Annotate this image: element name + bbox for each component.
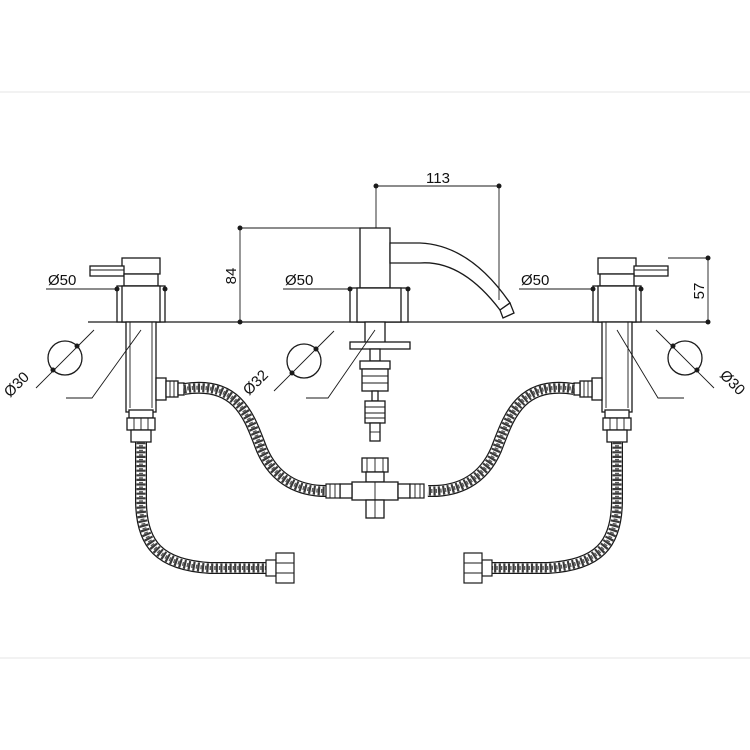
dimension-right-hole: Ø30 bbox=[616, 329, 748, 399]
spout-height-label: 84 bbox=[223, 268, 240, 285]
dimension-handle-height: 57 bbox=[668, 255, 711, 325]
dimension-center-base: Ø50 bbox=[283, 272, 411, 292]
dimension-spout-height: 84 bbox=[223, 225, 360, 325]
left-hole-label: Ø30 bbox=[1, 369, 33, 401]
spout-reach-label: 113 bbox=[426, 170, 450, 187]
right-lower-hose bbox=[463, 442, 623, 584]
center-spout-assembly bbox=[339, 227, 515, 519]
right-handle-assembly bbox=[573, 257, 669, 443]
dimension-center-hole: Ø32 bbox=[240, 329, 376, 399]
dimension-left-base: Ø50 bbox=[46, 272, 168, 292]
left-base-label: Ø50 bbox=[48, 272, 76, 289]
center-hole-label: Ø32 bbox=[240, 367, 272, 399]
right-upper-hose bbox=[409, 381, 575, 499]
center-base-label: Ø50 bbox=[285, 272, 313, 289]
right-hole-label: Ø30 bbox=[716, 367, 748, 399]
handle-height-label: 57 bbox=[691, 283, 708, 300]
left-handle-assembly bbox=[89, 257, 185, 443]
left-lower-hose bbox=[135, 442, 295, 584]
left-upper-hose bbox=[183, 381, 341, 499]
dimension-right-base: Ø50 bbox=[519, 272, 644, 292]
dimension-left-hole: Ø30 bbox=[1, 329, 142, 401]
right-base-label: Ø50 bbox=[521, 272, 549, 289]
dimension-spout-reach: 113 bbox=[373, 170, 502, 300]
